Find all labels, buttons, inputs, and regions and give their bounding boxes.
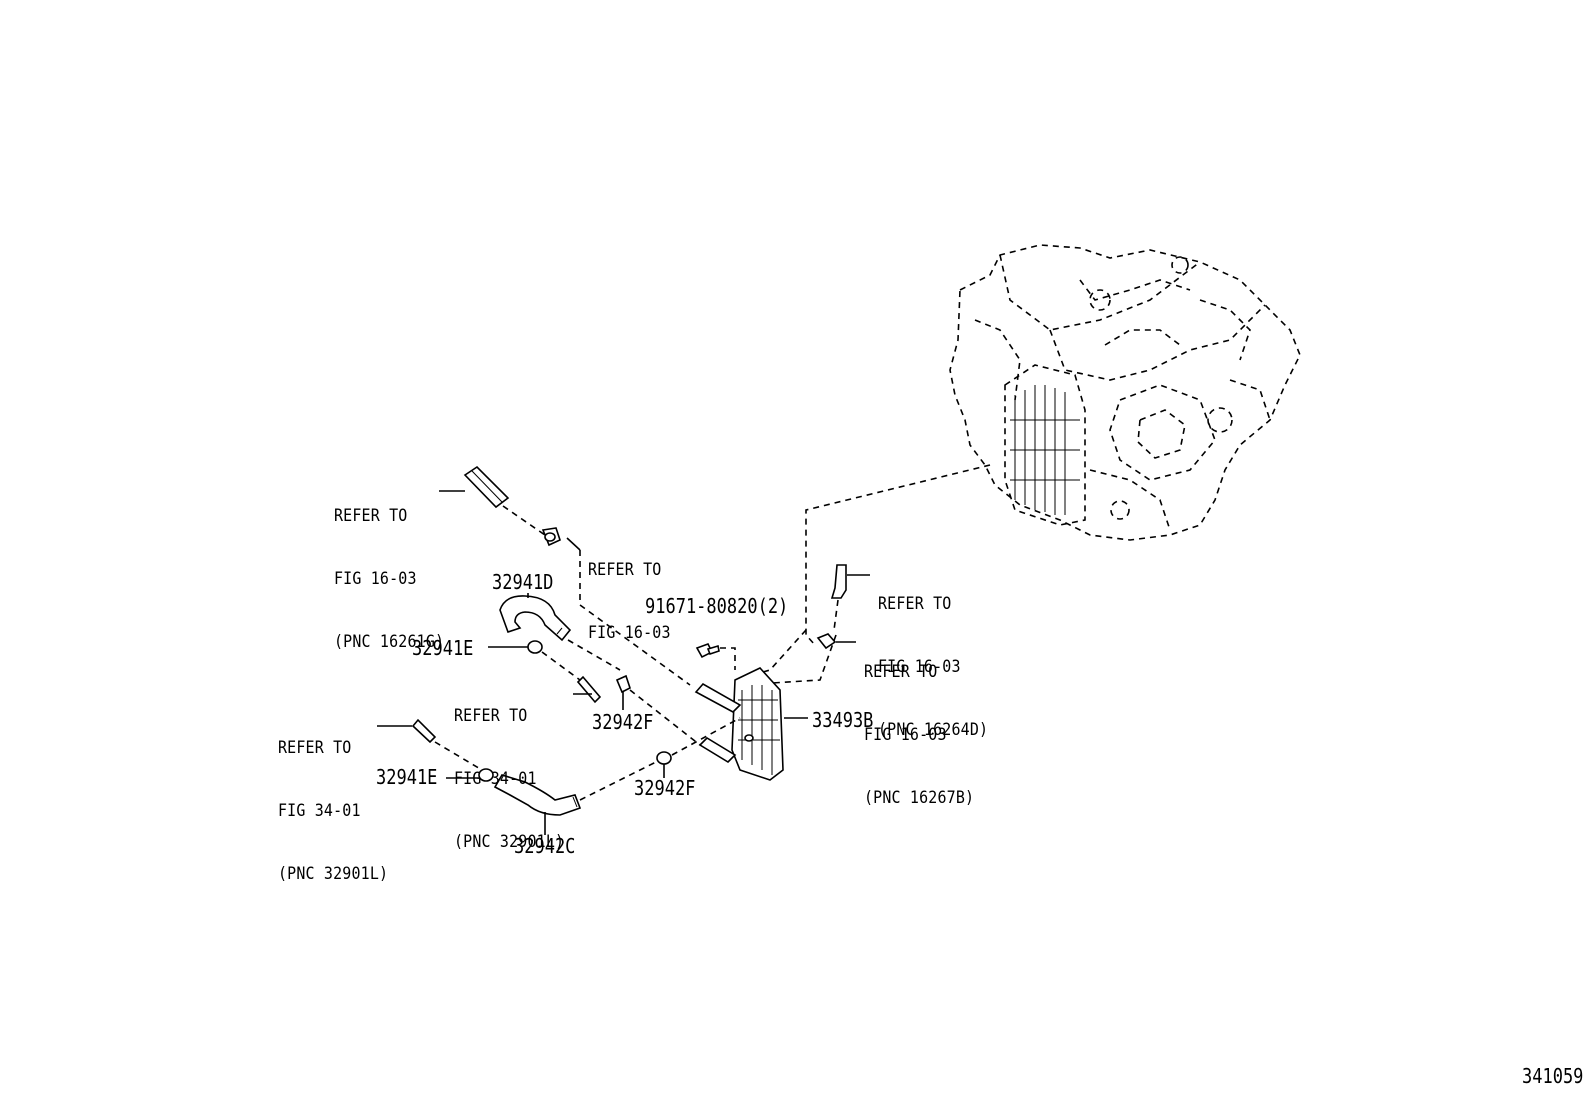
leader-line — [502, 505, 546, 536]
part-number-cooler: 33493B — [812, 708, 874, 732]
ref-line-2: FIG 34-01 — [278, 801, 361, 821]
ref-label-16261g: REFER TO FIG 16-03 (PNC 16261G) — [334, 464, 444, 674]
hose-32942c — [493, 774, 582, 835]
part-number-bolt: 91671-80820(2) — [645, 594, 789, 618]
hose-stub-16264d — [830, 564, 870, 599]
bolt-91671 — [695, 643, 736, 670]
ref-line-3: (PNC 16264D) — [878, 720, 989, 740]
part-number-clamp-lower: 32941E — [376, 765, 438, 789]
leader-line — [541, 651, 581, 681]
clamp-32941e-upper — [488, 640, 543, 654]
ref-line-1: REFER TO — [454, 706, 528, 726]
ref-line-1: REFER TO — [588, 560, 662, 580]
ref-label-32901l-mid: REFER TO FIG 34-01 (PNC 32901L) — [454, 664, 564, 874]
clamp-32942f-mid — [615, 674, 631, 710]
ref-label-32901l-lower: REFER TO FIG 34-01 (PNC 32901L) — [278, 696, 388, 906]
ref-label-16264d: REFER TO FIG 16-03 (PNC 16264D) — [878, 552, 988, 762]
part-number-hose-lower: 32942C — [514, 834, 576, 858]
ref-line-2: FIG 16-03 — [864, 725, 947, 745]
ref-line-3: (PNC 16261G) — [334, 632, 445, 652]
ref-label-16267b: REFER TO FIG 16-03 (PNC 16267B) — [864, 620, 974, 830]
ref-line-1: REFER TO — [278, 738, 352, 758]
leader-line — [805, 464, 991, 646]
pipe-stub-32901l-mid — [573, 675, 602, 704]
clamp-32942f-lower — [656, 751, 672, 778]
leader-line — [671, 717, 741, 756]
leader-line — [833, 599, 839, 631]
leader-line — [434, 741, 483, 771]
ref-line-1: REFER TO — [334, 506, 408, 526]
ref-line-3: (PNC 32901L) — [278, 864, 389, 884]
part-number-clamp-mid: 32942F — [592, 710, 654, 734]
leader-line — [579, 761, 657, 801]
clamp-32941e-lower — [446, 768, 494, 782]
ref-line-2: FIG 16-03 — [334, 569, 417, 589]
leader-line — [762, 629, 807, 673]
part-number-hose-upper: 32941D — [492, 570, 554, 594]
ref-line-3: (PNC 16267B) — [864, 788, 975, 808]
ref-line-2: FIG 16-03 — [588, 623, 671, 643]
ref-line-2: FIG 34-01 — [454, 769, 537, 789]
figure-id: 341059 — [1522, 1064, 1584, 1088]
ref-line-1: REFER TO — [878, 594, 952, 614]
part-number-clamp-low-right: 32942F — [634, 776, 696, 800]
clamp-upper — [541, 527, 561, 547]
leader-line — [579, 550, 691, 686]
transaxle-assembly-illustration — [949, 244, 1301, 541]
leader-line — [629, 689, 701, 746]
ref-line-3: (PNC 32901L) — [454, 832, 565, 852]
ref-label-clamp-upper: REFER TO FIG 16-03 — [588, 518, 671, 665]
ref-line-1: REFER TO — [864, 662, 938, 682]
hose-stub-16261g — [463, 465, 510, 509]
hose-32941d — [499, 595, 572, 642]
pipe-stub-32901l-lower — [377, 718, 437, 744]
clamp-right — [816, 633, 856, 650]
ref-line-2: FIG 16-03 — [878, 657, 961, 677]
oil-cooler-33493b — [694, 667, 808, 781]
part-number-clamp-upper: 32941E — [412, 636, 474, 660]
